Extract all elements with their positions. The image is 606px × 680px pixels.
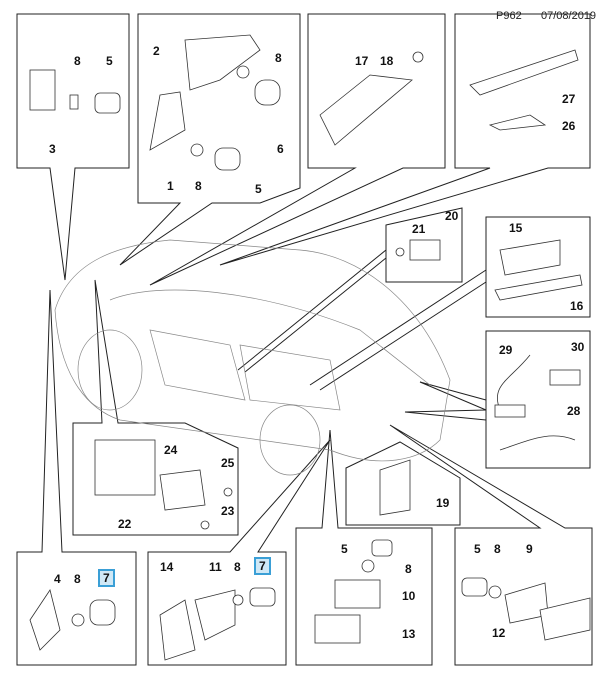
- callout-4: 4: [54, 572, 61, 586]
- part-harness-29: [497, 354, 531, 411]
- part-cover-13: [314, 614, 361, 644]
- box-lamp-harness: [485, 330, 591, 469]
- callout-6: 6: [277, 142, 284, 156]
- part-sensor-7-b: [249, 587, 276, 607]
- part-cover-12: [539, 597, 591, 641]
- part-bracket-4: [29, 589, 61, 651]
- part-sensor-5-b: [214, 147, 241, 171]
- callout-8: 8: [275, 51, 282, 65]
- part-seal-8-f: [361, 559, 375, 573]
- part-seal-8-b: [236, 65, 250, 79]
- box-roof-harness: [219, 13, 591, 266]
- part-harness-27: [469, 49, 579, 96]
- callout-2: 2: [153, 44, 160, 58]
- callout-20: 20: [445, 209, 459, 223]
- part-sensor-5-a: [94, 92, 121, 114]
- callout-21: 21: [412, 222, 426, 236]
- part-module-15: [499, 239, 561, 276]
- part-sensor-5-d: [461, 577, 488, 597]
- part-bracket-3: [29, 69, 56, 111]
- callout-13: 13: [402, 627, 416, 641]
- box-front-bumper-sensor-right: [147, 439, 331, 666]
- part-screw-18: [412, 51, 424, 63]
- part-handle-17: [319, 74, 413, 146]
- box-front-camera-bracket: [119, 13, 301, 266]
- part-cover-14: [159, 599, 196, 661]
- callout-8: 8: [494, 542, 501, 556]
- callout-22: 22: [118, 517, 132, 531]
- part-module-20: [409, 239, 441, 261]
- callout-8: 8: [234, 560, 241, 574]
- part-bolt-25: [223, 487, 233, 497]
- box-front-bumper-sensor-left: [16, 289, 137, 666]
- callout-8: 8: [405, 562, 412, 576]
- callout-8: 8: [195, 179, 202, 193]
- part-seal-8-g: [488, 585, 502, 599]
- callout-8: 8: [74, 572, 81, 586]
- part-bracket-24: [159, 469, 206, 511]
- callout-29: 29: [499, 343, 513, 357]
- part-cover-11: [194, 589, 236, 641]
- part-nut-21: [395, 247, 405, 257]
- callout-24: 24: [164, 443, 178, 457]
- callout-28: 28: [567, 404, 581, 418]
- part-seal-8-d: [71, 613, 85, 627]
- callout-7-highlighted[interactable]: 7: [98, 569, 115, 587]
- part-nut-23: [200, 520, 210, 530]
- part-seal-8-a: [69, 94, 79, 110]
- part-module-19: [379, 459, 411, 516]
- box-radar-control-unit: [72, 279, 239, 536]
- callout-11: 11: [209, 560, 222, 574]
- callout-27: 27: [562, 92, 576, 106]
- diagram-date: 07/08/2019: [541, 10, 597, 22]
- part-lamp-29: [494, 404, 526, 418]
- callout-9: 9: [526, 542, 533, 556]
- part-sensor-5-c: [371, 539, 393, 557]
- callout-3: 3: [49, 142, 56, 156]
- box-rear-bumper-sensor-center: [295, 429, 433, 666]
- part-sensor-6: [254, 79, 281, 106]
- callout-8: 8: [74, 54, 81, 68]
- part-bracket-1: [149, 91, 186, 151]
- callout-5: 5: [341, 542, 348, 556]
- box-rear-bumper-sensor-corner: [389, 424, 593, 666]
- callout-25: 25: [221, 456, 235, 470]
- callout-18: 18: [380, 54, 394, 68]
- callout-10: 10: [402, 589, 416, 603]
- box-front-left-sensor-bracket: [16, 13, 130, 281]
- callout-30: 30: [571, 340, 585, 354]
- callout-7-highlighted[interactable]: 7: [254, 557, 271, 575]
- callout-5: 5: [255, 182, 262, 196]
- callout-5: 5: [474, 542, 481, 556]
- part-seal-8-c: [190, 143, 204, 157]
- box-rear-control-module: [345, 441, 461, 526]
- callout-14: 14: [160, 560, 174, 574]
- callout-16: 16: [570, 299, 584, 313]
- box-door-handle-module: [149, 13, 446, 286]
- callout-19: 19: [436, 496, 450, 510]
- callout-17: 17: [355, 54, 369, 68]
- box-sensor-module-rear: [385, 207, 463, 283]
- part-harness-28: [499, 435, 576, 451]
- part-harness-16: [494, 274, 583, 301]
- part-module-22: [94, 439, 156, 496]
- part-seal-8-e: [232, 594, 244, 606]
- part-lamp-30: [549, 369, 581, 386]
- callout-5: 5: [106, 54, 113, 68]
- page-code: P962: [496, 10, 522, 22]
- callout-1: 1: [167, 179, 174, 193]
- callout-15: 15: [509, 221, 523, 235]
- callout-26: 26: [562, 119, 576, 133]
- part-cover-10: [334, 579, 381, 609]
- callout-12: 12: [492, 626, 506, 640]
- box-rear-harness-module: [485, 216, 591, 318]
- part-mount-26: [488, 114, 547, 131]
- part-sensor-7-a: [89, 599, 116, 626]
- car-illustration: [54, 239, 451, 476]
- part-bracket-2: [184, 34, 261, 91]
- callout-23: 23: [221, 504, 235, 518]
